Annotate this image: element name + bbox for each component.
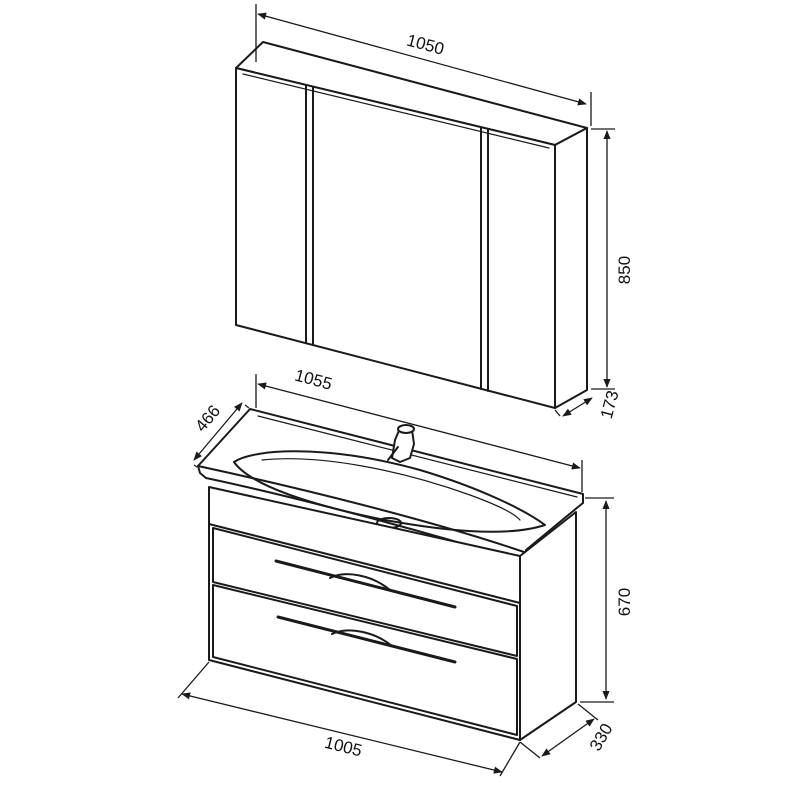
dim-line-vanity-depth bbox=[541, 718, 595, 757]
dimension-lines bbox=[177, 4, 615, 777]
vanity-top-rail bbox=[208, 523, 521, 604]
cabinet-side-face bbox=[554, 127, 588, 409]
faucet-icon bbox=[387, 424, 415, 463]
label-mirror-depth: 173 bbox=[597, 388, 623, 420]
label-mirror-width: 1050 bbox=[405, 31, 446, 59]
label-basin-width: 1055 bbox=[293, 366, 334, 394]
drawer-handle-lower bbox=[276, 615, 457, 664]
dim-line-vanity-width bbox=[181, 692, 503, 774]
drawer-lower bbox=[212, 584, 518, 736]
vanity-unit bbox=[208, 486, 577, 741]
label-vanity-depth: 330 bbox=[586, 720, 617, 754]
basin-front-lip bbox=[197, 465, 525, 553]
mirror-cabinet bbox=[235, 41, 588, 409]
dim-line-basin-width bbox=[257, 382, 581, 470]
label-mirror-height: 850 bbox=[615, 256, 634, 284]
drawer-handle-upper bbox=[274, 559, 457, 609]
label-vanity-height: 670 bbox=[615, 588, 634, 616]
dim-line-basin-depth bbox=[193, 402, 243, 461]
drawer-upper bbox=[212, 527, 518, 657]
dim-line-mirror-width bbox=[257, 12, 587, 106]
